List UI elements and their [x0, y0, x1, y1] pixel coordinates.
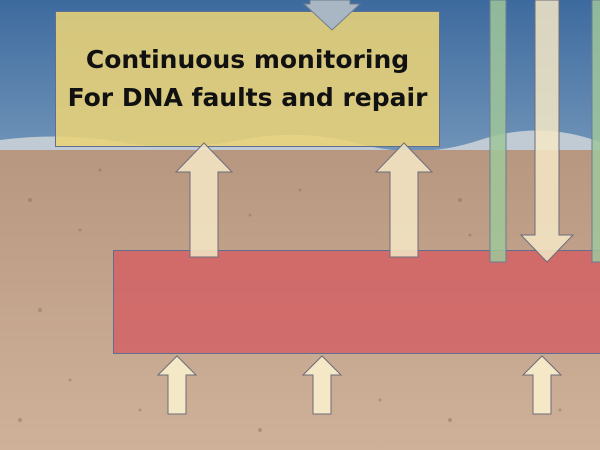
monitoring-box: Continuous monitoring For DNA faults and…	[55, 11, 440, 147]
monitoring-box-line2: For DNA faults and repair	[67, 83, 428, 112]
red-process-box	[113, 250, 600, 354]
monitoring-box-line1: Continuous monitoring	[85, 45, 410, 74]
sand-speckles	[18, 168, 562, 432]
